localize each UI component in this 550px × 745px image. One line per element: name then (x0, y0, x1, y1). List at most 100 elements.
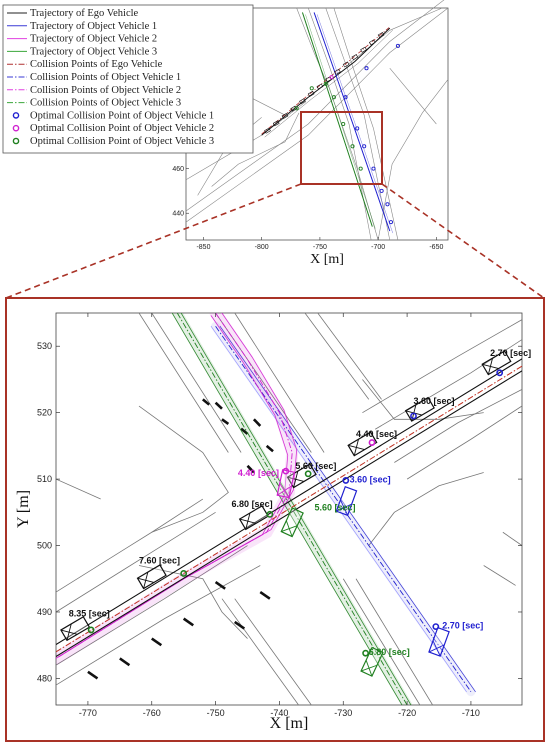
road-edge (368, 472, 484, 546)
optimal-point-obj3 (304, 470, 312, 478)
obj1-vehicle-box (335, 485, 358, 517)
lane-dash (151, 637, 163, 647)
overview-trajectories (261, 12, 400, 234)
x-tick-label: -730 (334, 708, 352, 718)
legend-marker (12, 112, 20, 119)
road-edge (234, 313, 325, 453)
zoom-y-axis-label: Y [m] (15, 490, 32, 528)
legend-entry: Optimal Collision Point of Object Vehicl… (30, 136, 214, 147)
trajectory-line (301, 12, 373, 227)
road-edge (138, 405, 229, 533)
time-label-ego: 4.40 [sec] (356, 429, 397, 439)
time-label-obj3: 5.60 [sec] (315, 502, 356, 512)
x-tick-label: -850 (196, 244, 210, 251)
legend-entry: Trajectory of Object Vehicle 3 (30, 46, 157, 57)
overview-x-ticks: -850-800-750-700-650 (196, 237, 443, 251)
ego-box-small (368, 39, 376, 46)
optimal-point-obj3 (362, 649, 370, 657)
ego-box-small (264, 127, 271, 134)
legend-entry: Collision Points of Ego Vehicle (30, 59, 163, 70)
optimal-point-obj3 (331, 95, 336, 100)
zoom-x-ticks: -770-760-750-740-730-720-710 (79, 313, 480, 718)
lane-dash (214, 401, 223, 410)
overview-x-axis-label: X [m] (310, 252, 344, 267)
y-tick-label: 440 (172, 211, 184, 218)
road-edge (185, 7, 449, 223)
ego-box-small (307, 90, 315, 97)
ego-box-small (342, 61, 350, 68)
time-label-obj2: 4.40 [sec] (238, 468, 279, 478)
legend-entry: Collision Points of Object Vehicle 2 (30, 85, 181, 96)
legend-entry: Optimal Collision Point of Object Vehicl… (30, 110, 214, 121)
optimal-point-obj1 (362, 144, 367, 149)
optimal-point-obj3 (266, 510, 274, 518)
legend-entry: Trajectory of Object Vehicle 2 (30, 34, 157, 45)
lane-dash (233, 620, 246, 630)
lane-dash (119, 657, 131, 667)
x-tick-label: -750 (207, 708, 225, 718)
ego-trajectory (56, 365, 522, 653)
optimal-point-obj1 (342, 477, 350, 484)
zoom-connector-right (381, 183, 545, 299)
x-tick-label: -700 (371, 244, 385, 251)
road-edge (394, 389, 522, 463)
legend-entry: Collision Points of Object Vehicle 1 (30, 72, 181, 83)
zoom-time-labels: 2.70 [sec] 3.60 [sec] 4.40 [sec] 5.60 [sec]… (69, 348, 531, 657)
time-label-ego: 6.80 [sec] (232, 499, 273, 509)
x-tick-label: -650 (429, 244, 443, 251)
optimal-point-obj1 (395, 43, 400, 48)
road-edge (56, 565, 261, 686)
lane-dash (182, 617, 194, 627)
optimal-point-obj1 (385, 202, 390, 207)
optimal-point-obj2 (368, 439, 376, 446)
legend-entry: Trajectory of Ego Vehicle (30, 8, 139, 19)
road-edge (56, 478, 101, 500)
road-edge (211, 112, 300, 187)
time-label-obj3: 6.80 [sec] (369, 647, 410, 657)
obj3-vehicle-box (360, 646, 384, 677)
road-edge (56, 545, 248, 666)
x-tick-label: -740 (270, 708, 288, 718)
optimal-point-obj3 (180, 570, 188, 577)
road-edge (325, 7, 391, 241)
y-tick-label: 520 (37, 408, 52, 418)
lane-dash (252, 418, 262, 427)
road-edge (317, 313, 382, 400)
lane-dash (221, 418, 230, 426)
legend-box (2, 4, 254, 154)
ego-box-small (334, 68, 341, 75)
x-tick-label: -800 (255, 244, 269, 251)
optimal-point-obj1 (410, 412, 417, 420)
road-edge (138, 313, 229, 453)
optimal-point-obj1 (496, 369, 504, 377)
zoom-x-axis-label: X [m] (270, 715, 309, 732)
road-edge (296, 7, 379, 241)
ego-box-small (360, 46, 367, 53)
lane-dash (265, 444, 274, 453)
road-edge (138, 565, 248, 639)
optimal-point-obj1 (343, 95, 348, 100)
x-tick-label: -720 (398, 708, 416, 718)
x-tick-label: -760 (143, 708, 161, 718)
legend-entry: Collision Points of Object Vehicle 3 (30, 98, 181, 109)
zoom-plot: 2.70 [sec] 3.60 [sec] 4.40 [sec] 5.60 [sec]… (15, 312, 531, 732)
zoom-road-lines (56, 313, 522, 705)
time-label-obj1: 2.70 [sec] (442, 621, 483, 631)
zoom-connector-left (5, 183, 302, 299)
time-label-ego: 3.60 [sec] (413, 396, 454, 406)
ego-box-small (316, 83, 324, 90)
trajectory-lane (264, 29, 393, 138)
zoom-vehicle-boxes (60, 350, 512, 677)
road-edge (56, 511, 216, 613)
ego-box-small (325, 76, 332, 83)
ego-box-small (272, 120, 280, 127)
ego-box-small (299, 98, 306, 105)
ego-vehicle-box (238, 505, 269, 531)
time-label-ego: 7.60 [sec] (139, 555, 180, 565)
optimal-point-obj3 (309, 86, 314, 91)
optimal-point-obj3 (87, 626, 95, 634)
road-edge (348, 7, 443, 65)
